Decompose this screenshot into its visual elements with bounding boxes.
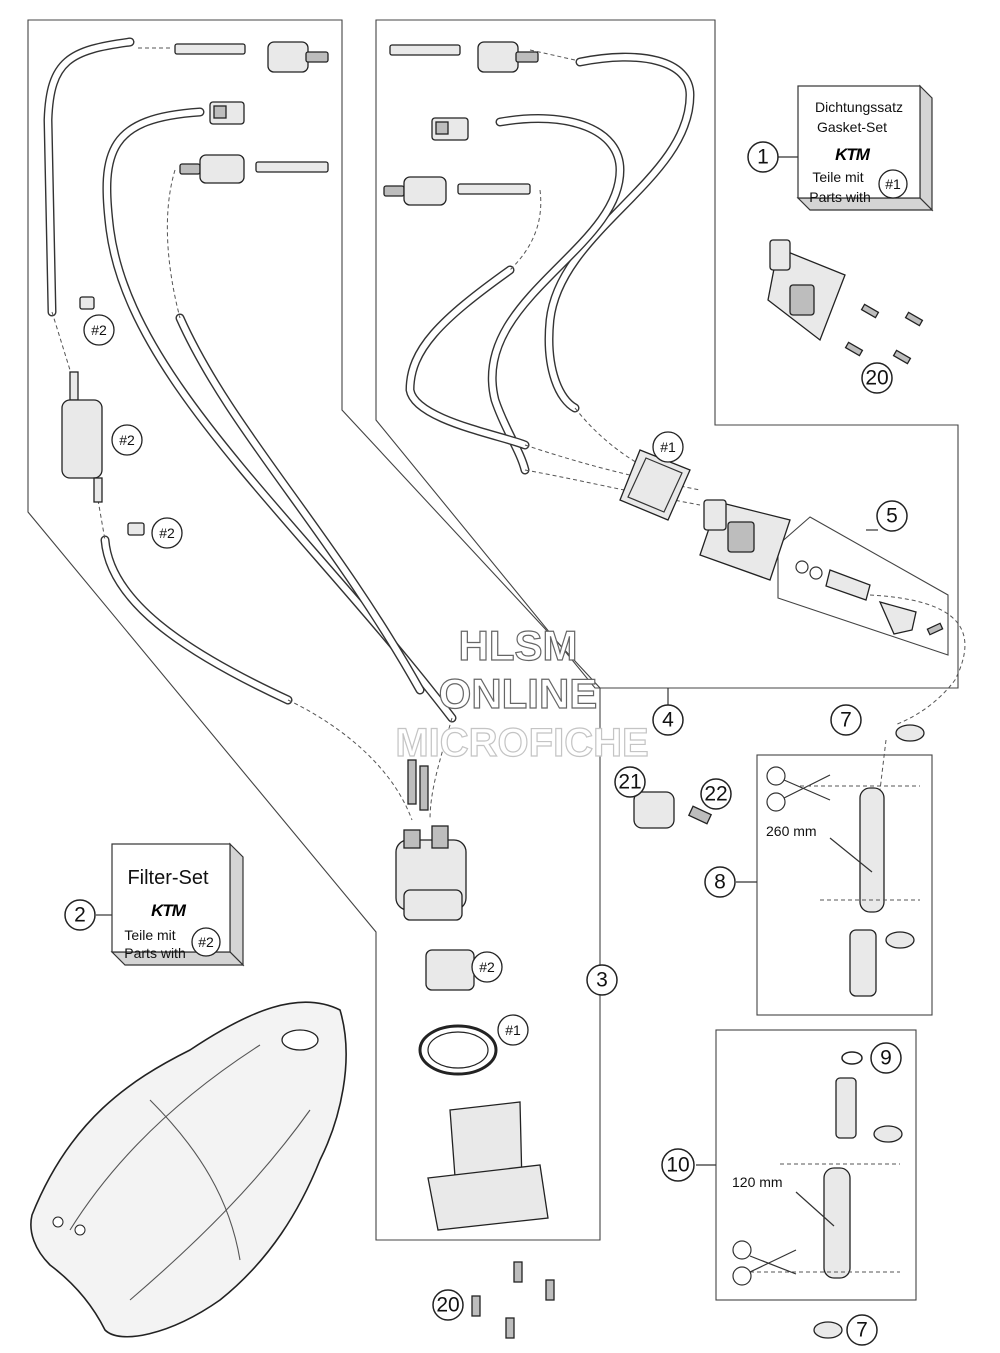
quick-connector-left-top	[174, 41, 329, 73]
svg-text:#2: #2	[119, 432, 135, 448]
quick-connector-left-mid	[179, 154, 329, 184]
hose-8-length: 260 mm	[766, 823, 817, 839]
svg-text:8: 8	[714, 871, 726, 894]
inline-fuel-filter	[61, 296, 145, 536]
svg-text:5: 5	[886, 505, 898, 528]
quick-connector-right-top	[389, 41, 539, 73]
svg-text:#1: #1	[660, 439, 676, 455]
svg-text:#2: #2	[479, 959, 495, 975]
hose-clamp-7-top	[895, 724, 925, 742]
kit-ref-marker[interactable]: #2	[111, 424, 143, 456]
pump-housing	[427, 1101, 549, 1231]
kit-ref-marker[interactable]: #2	[83, 314, 115, 346]
filter-set-title: Filter-Set	[127, 867, 209, 889]
fuel-tank	[30, 1001, 347, 1338]
gasket-set-line1: Dichtungssatz	[815, 99, 903, 115]
callout-7-top[interactable]: 7	[830, 704, 862, 736]
fuel-hose-group-right	[405, 49, 966, 791]
filter-set-line2: Parts with	[124, 945, 185, 961]
callout-20-top[interactable]: 20	[861, 362, 893, 394]
frame-group-3	[27, 19, 601, 1241]
svg-text:4: 4	[662, 709, 674, 732]
watermark-line3: MICROFICHE	[395, 721, 648, 765]
callout-3[interactable]: 3	[586, 964, 618, 996]
adapter-fitting	[835, 1077, 857, 1139]
pump-flange-gasket	[418, 1024, 498, 1076]
svg-text:7: 7	[840, 709, 852, 732]
callout-2[interactable]: 2	[64, 899, 96, 931]
callout-9[interactable]: 9	[870, 1042, 902, 1074]
svg-text:9: 9	[880, 1047, 892, 1070]
callout-20-bottom[interactable]: 20	[432, 1289, 464, 1321]
ktm-logo-2: KTM	[151, 901, 187, 920]
svg-text:#1: #1	[505, 1022, 521, 1038]
scissors-icon	[766, 766, 831, 812]
watermark: HLSM ONLINE MICROFICHE	[395, 621, 650, 765]
svg-text:22: 22	[704, 783, 727, 806]
svg-text:21: 21	[618, 771, 641, 794]
callout-7-bottom[interactable]: 7	[846, 1314, 878, 1346]
fuel-pressure-regulator-parts	[795, 560, 944, 636]
flange-gasket	[619, 449, 691, 521]
svg-text:7: 7	[856, 1319, 868, 1342]
hose-clamp-8	[885, 724, 925, 949]
frame-group-4	[375, 19, 959, 689]
grommet-21	[633, 791, 675, 829]
kit-ref-marker[interactable]: #2	[471, 951, 503, 983]
filter-set-line1: Teile mit	[124, 927, 175, 943]
kit-ref-marker[interactable]: #1	[652, 431, 684, 463]
electrical-plug-left	[209, 101, 245, 125]
frame-group-8	[756, 754, 933, 1016]
fuel-pump	[395, 759, 467, 921]
svg-text:2: 2	[74, 904, 86, 927]
electrical-plug-right	[431, 117, 469, 141]
screws-top-right	[844, 303, 924, 365]
svg-text:20: 20	[865, 367, 888, 390]
connector-flange-top-right	[767, 239, 846, 342]
callout-10[interactable]: 10	[661, 1148, 695, 1182]
svg-text:1: 1	[757, 146, 769, 169]
fuel-hose-group-left	[43, 37, 457, 821]
svg-text:#2: #2	[159, 525, 175, 541]
filter-set-ref: #2	[198, 934, 214, 950]
quick-coupler-8	[849, 929, 877, 997]
connector-flange	[699, 499, 791, 581]
ktm-logo: KTM	[835, 145, 871, 164]
callout-4[interactable]: 4	[652, 704, 684, 736]
svg-text:10: 10	[666, 1154, 689, 1177]
gasket-set-box: Dichtungssatz Gasket-Set KTM Teile mit P…	[796, 84, 934, 212]
bolts-bottom	[471, 1261, 555, 1339]
watermark-line2: ONLINE	[439, 670, 598, 717]
kit-ref-marker[interactable]: #1	[497, 1014, 529, 1046]
svg-text:#2: #2	[91, 322, 107, 338]
watermark-line1: HLSM	[459, 622, 578, 669]
scissors-icon-2	[732, 1240, 797, 1286]
gasket-set-line2: Gasket-Set	[817, 119, 887, 135]
screw-22	[687, 805, 713, 825]
gasket-set-line3: Teile mit	[812, 169, 863, 185]
callout-22[interactable]: 22	[700, 778, 732, 810]
callout-1[interactable]: 1	[747, 141, 779, 173]
hose-clamp-10	[873, 1125, 903, 1143]
hose-10-length: 120 mm	[732, 1174, 783, 1190]
svg-text:3: 3	[596, 969, 608, 992]
callout-21[interactable]: 21	[614, 766, 646, 798]
hose-clamp-7-bottom	[813, 1321, 843, 1339]
hose-120mm	[750, 1163, 900, 1279]
gasket-set-line4: Parts with	[809, 189, 870, 205]
gasket-set-ref: #1	[885, 176, 901, 192]
o-ring-9	[841, 1051, 863, 1065]
filter-set-box: Filter-Set KTM Teile mit Parts with #2	[110, 842, 245, 967]
hose-260mm	[800, 785, 920, 913]
kit-ref-marker[interactable]: #2	[151, 517, 183, 549]
callout-5[interactable]: 5	[876, 500, 908, 532]
svg-text:20: 20	[436, 1294, 459, 1317]
pump-strainer	[425, 949, 475, 991]
callout-8[interactable]: 8	[704, 866, 736, 898]
quick-connector-right-mid	[383, 176, 531, 206]
